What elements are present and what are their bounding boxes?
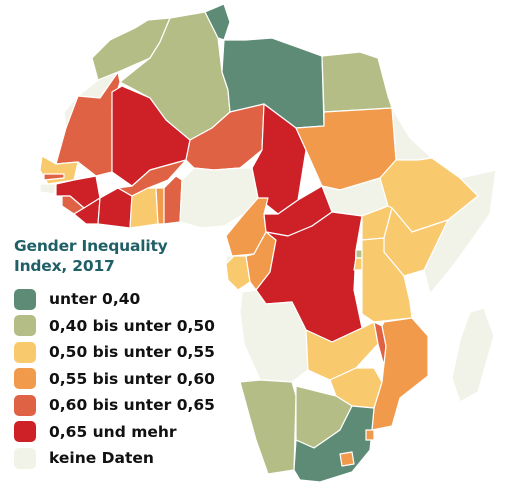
legend-title-line-2: Index, 2017 xyxy=(14,257,115,275)
legend-item: 0,65 und mehr xyxy=(14,419,244,446)
country-tunisia xyxy=(204,3,231,41)
legend-label: 0,40 bis unter 0,50 xyxy=(49,316,217,335)
country-namibia xyxy=(239,379,297,475)
legend-item: keine Daten xyxy=(14,445,244,472)
legend-swatch xyxy=(14,421,36,443)
legend-item: 0,50 bis unter 0,55 xyxy=(14,339,244,366)
legend-item: 0,55 bis unter 0,60 xyxy=(14,366,244,393)
legend-label: keine Daten xyxy=(49,449,156,468)
country-eritrea xyxy=(391,107,433,161)
country-niger xyxy=(185,103,265,171)
legend-swatch xyxy=(14,394,36,416)
country-eswatini xyxy=(365,429,375,441)
legend-swatch xyxy=(14,315,36,337)
legend: Gender Inequality Index, 2017 unter 0,40… xyxy=(14,236,244,472)
country-madagascar xyxy=(451,307,495,403)
legend-swatch xyxy=(14,288,36,310)
legend-item: unter 0,40 xyxy=(14,286,244,313)
legend-title-line-1: Gender Inequality xyxy=(14,237,168,255)
country-lesotho xyxy=(339,451,355,467)
legend-label: 0,60 bis unter 0,65 xyxy=(49,396,217,415)
legend-label: 0,55 bis unter 0,60 xyxy=(49,369,217,388)
country-mozambique xyxy=(371,317,429,431)
legend-label: unter 0,40 xyxy=(49,290,143,309)
country-guinea-bissau xyxy=(39,183,57,195)
legend-label: 0,65 und mehr xyxy=(49,422,179,441)
country-rwanda xyxy=(355,249,363,259)
legend-swatch xyxy=(14,447,36,469)
legend-swatch xyxy=(14,368,36,390)
legend-label: 0,50 bis unter 0,55 xyxy=(49,343,217,362)
country-c-te-d-ivoire xyxy=(97,187,133,229)
country-burundi xyxy=(353,257,363,271)
legend-item: 0,40 bis unter 0,50 xyxy=(14,313,244,340)
country-gambia xyxy=(43,173,65,181)
country-somalia xyxy=(423,169,497,295)
country-benin xyxy=(163,175,183,225)
legend-swatch xyxy=(14,341,36,363)
country-egypt xyxy=(321,51,393,113)
legend-title: Gender Inequality Index, 2017 xyxy=(14,236,172,276)
country-togo xyxy=(155,187,165,225)
legend-item: 0,60 bis unter 0,65 xyxy=(14,392,244,419)
